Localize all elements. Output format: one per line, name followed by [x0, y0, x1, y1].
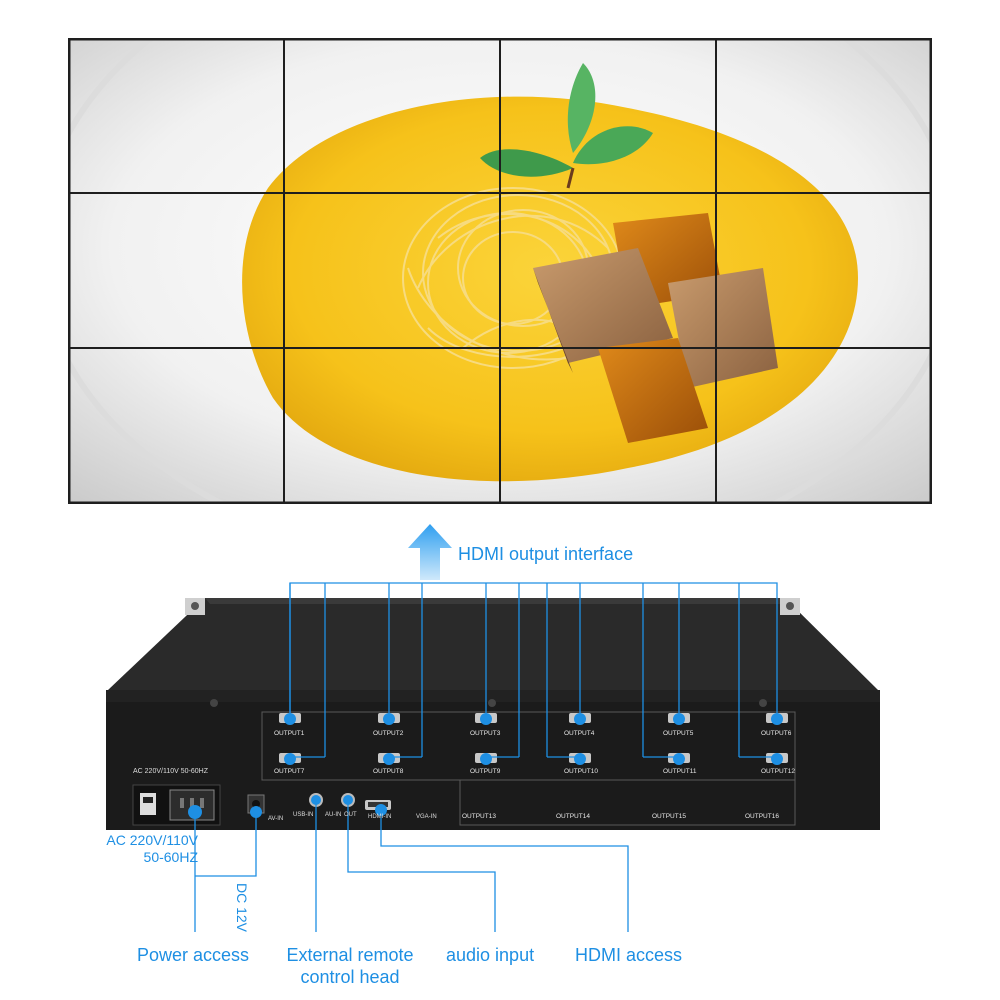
- output-label-1: OUTPUT1: [274, 730, 305, 737]
- ac-spec-callout: AC 220V/110V 50-60HZ: [88, 832, 198, 866]
- dc-12v-callout: DC 12V: [234, 883, 250, 933]
- hdmi-output-interface-label: HDMI output interface: [458, 544, 634, 564]
- input-dots: [188, 795, 387, 819]
- power-switch[interactable]: [140, 793, 156, 815]
- external-remote-label: External remote control head: [282, 944, 418, 988]
- output-label-4: OUTPUT4: [564, 730, 595, 737]
- hdmi-in-label: HDMI-IN: [368, 814, 392, 820]
- output-label-12: OUTPUT12: [761, 768, 795, 775]
- output-label-14: OUTPUT14: [556, 813, 590, 820]
- av-in-label: AV-IN: [268, 816, 284, 822]
- hdmi-access-label: HDMI access: [575, 945, 683, 965]
- out-label: OUT: [344, 812, 357, 818]
- output-panel-frame-lower: [459, 779, 796, 826]
- output-label-11: OUTPUT11: [663, 768, 697, 775]
- input-leader-lines: [194, 800, 629, 932]
- au-in-label: AU-IN: [325, 812, 342, 818]
- device-top: [108, 598, 878, 690]
- mint-leaves: [480, 63, 653, 189]
- output-label-8: OUTPUT8: [373, 768, 404, 775]
- video-wall-image: [68, 38, 932, 504]
- wall-bezels: [68, 38, 932, 504]
- output-label-6: OUTPUT6: [761, 730, 792, 737]
- output-label-16: OUTPUT16: [745, 813, 779, 820]
- power-access-label: Power access: [137, 945, 250, 965]
- ac-spec-line2: 50-60HZ: [143, 849, 198, 865]
- external-remote-line2: control head: [300, 967, 400, 987]
- output-label-15: OUTPUT15: [652, 813, 686, 820]
- output-label-2: OUTPUT2: [373, 730, 404, 737]
- bread-cubes: [533, 213, 778, 443]
- hdmi-output-leader-lines: [289, 582, 778, 758]
- up-arrow-icon: [408, 524, 452, 580]
- audio-input-label: audio input: [446, 945, 535, 965]
- usb-in-label: USB-IN: [293, 812, 314, 818]
- output-label-13: OUTPUT13: [462, 813, 496, 820]
- output-label-3: OUTPUT3: [470, 730, 501, 737]
- external-remote-line1: External remote: [286, 945, 414, 965]
- ac-spec-line1: AC 220V/110V: [106, 832, 198, 848]
- output-label-7: OUTPUT7: [274, 768, 305, 775]
- vga-in-label: VGA-IN: [416, 814, 437, 820]
- video-wall: [68, 38, 932, 504]
- output-label-9: OUTPUT9: [470, 768, 501, 775]
- output-label-10: OUTPUT10: [564, 768, 598, 775]
- output-dots: [284, 713, 783, 765]
- ac-panel-label: AC 220V/110V 50-60HZ: [133, 768, 208, 775]
- output-label-5: OUTPUT5: [663, 730, 694, 737]
